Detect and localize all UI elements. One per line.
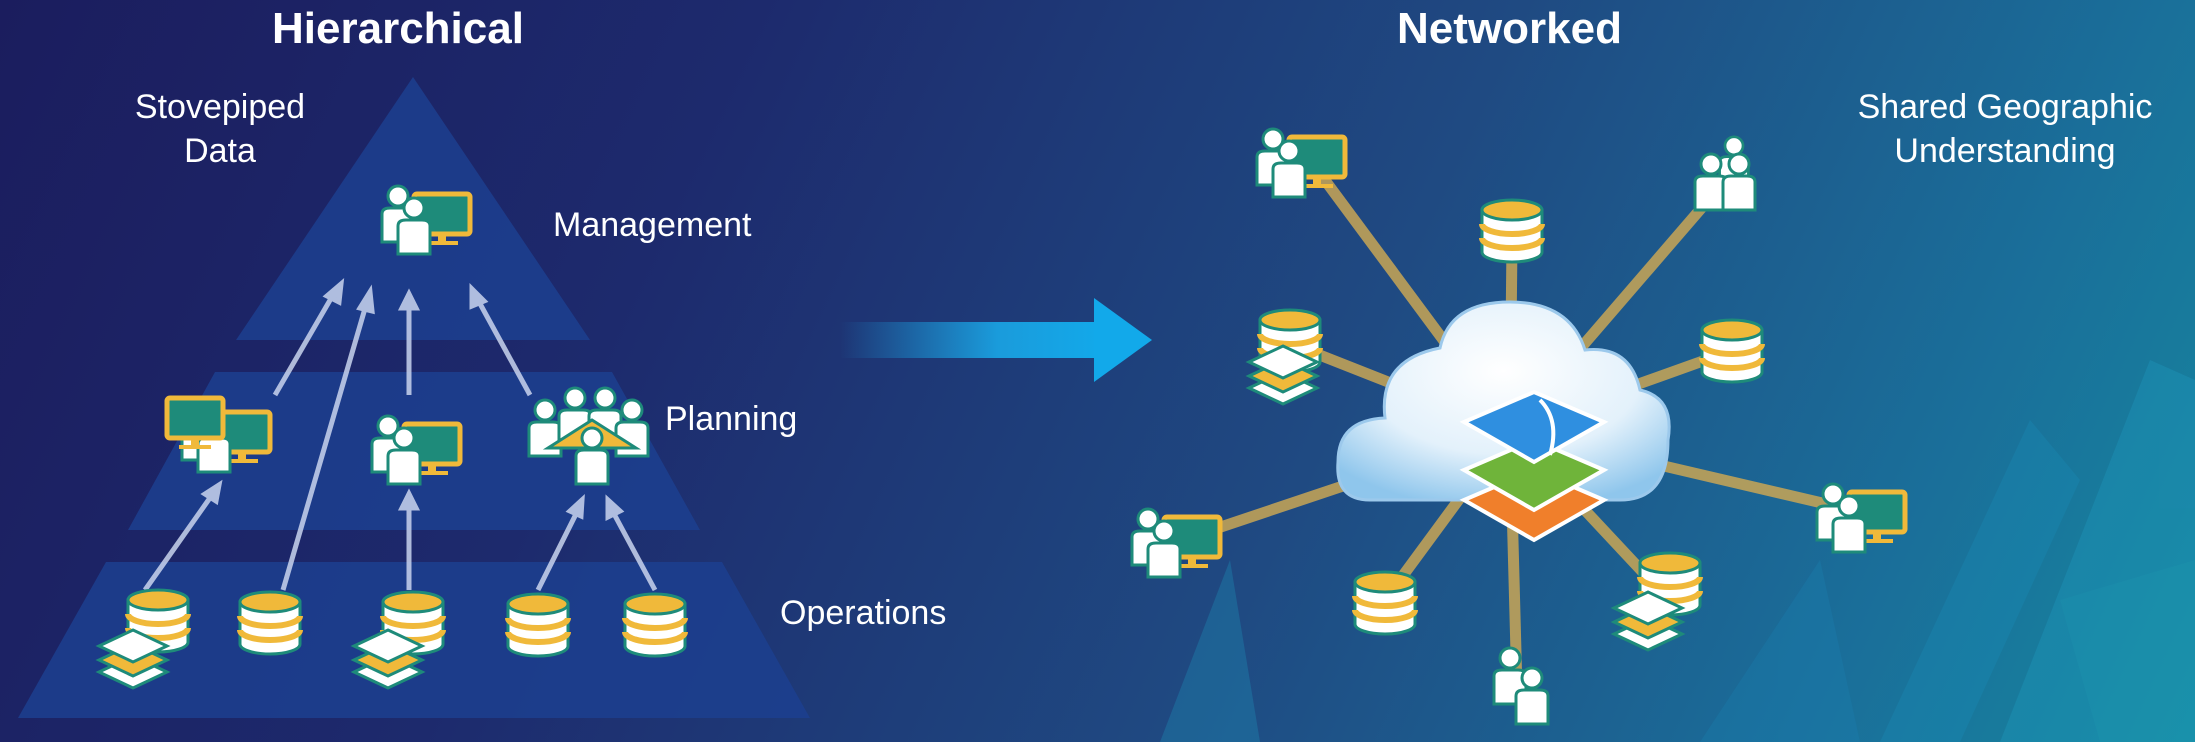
left-title: Hierarchical <box>272 4 524 53</box>
right-note-line1: Shared Geographic <box>1857 88 2153 126</box>
left-note-line1: Stovepiped <box>134 88 306 126</box>
people-computer-icon <box>1132 509 1220 577</box>
map-layers-icon <box>1459 389 1609 543</box>
tier-label-operations: Operations <box>780 594 947 632</box>
tier-label-planning: Planning <box>665 400 798 438</box>
database-icon <box>240 592 300 654</box>
database-icon <box>1702 320 1762 382</box>
database-icon <box>1482 200 1542 262</box>
people-computer-icon <box>1257 129 1345 197</box>
database-icon <box>1355 572 1415 634</box>
people-computer-icon <box>1817 484 1905 552</box>
people-icon <box>1492 646 1550 726</box>
transition-arrow <box>840 298 1152 382</box>
cloud-icon <box>1336 300 1671 502</box>
right-title: Networked <box>1397 4 1622 53</box>
right-note-line2: Understanding <box>1894 132 2116 170</box>
group-icon <box>1695 137 1755 210</box>
background-streaks <box>1160 360 2195 742</box>
database-icon <box>508 594 568 656</box>
upward-arrows <box>142 277 658 592</box>
database-icon <box>625 594 685 656</box>
group-icon <box>527 386 650 486</box>
left-note-line2: Data <box>184 132 256 170</box>
tier-label-management: Management <box>553 206 752 244</box>
